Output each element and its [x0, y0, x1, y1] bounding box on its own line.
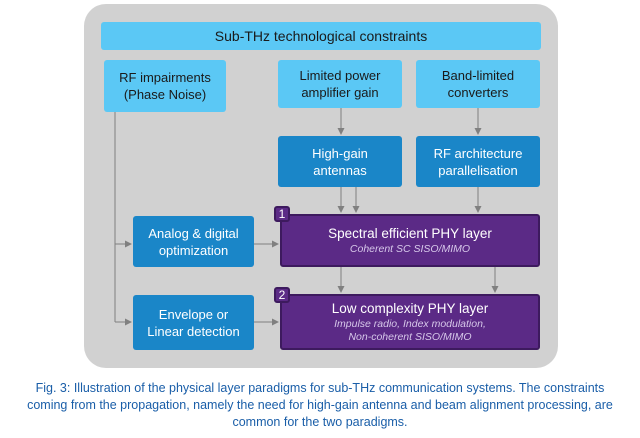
paradigm-spectral-efficient: Spectral efficient PHY layer Coherent SC…: [280, 214, 540, 267]
high-gain-line1: High-gain: [312, 145, 368, 161]
paradigm-1-badge: 1: [274, 206, 290, 222]
caption-line-3: common for the two paradigms.: [232, 415, 408, 429]
high-gain-line2: antennas: [313, 162, 367, 178]
paradigm-2-badge: 2: [274, 287, 290, 303]
envelope-detection-box: Envelope or Linear detection: [133, 295, 254, 350]
power-amp-line1: Limited power: [299, 68, 381, 83]
analog-digital-line1: Analog & digital: [148, 225, 239, 241]
paradigm-1-detail: Coherent SC SISO/MIMO: [349, 243, 471, 255]
rf-impairments-line1: RF impairments: [119, 70, 211, 85]
figure-caption: Fig. 3: Illustration of the physical lay…: [0, 380, 640, 431]
converters-line1: Band-limited: [441, 68, 515, 83]
rf-arch-line1: RF architecture: [433, 145, 523, 161]
envelope-line1: Envelope or: [158, 306, 229, 322]
paradigm-2-detail-1: Impulse radio, Index modulation,: [334, 318, 486, 330]
rf-impairments-box: RF impairments (Phase Noise): [104, 60, 226, 112]
paradigm-2-detail-2: Non-coherent SISO/MIMO: [348, 331, 472, 343]
paradigm-1-title: Spectral efficient PHY layer: [328, 226, 492, 241]
high-gain-antennas-box: High-gain antennas: [278, 136, 402, 187]
paradigm-2-title: Low complexity PHY layer: [331, 301, 489, 316]
caption-line-1: Fig. 3: Illustration of the physical lay…: [35, 381, 605, 395]
paradigm-low-complexity: Low complexity PHY layer Impulse radio, …: [280, 294, 540, 350]
converters-line2: converters: [447, 85, 509, 100]
rf-arch-line2: parallelisation: [438, 162, 518, 178]
analog-digital-line2: optimization: [158, 242, 229, 258]
rf-impairments-line2: (Phase Noise): [123, 87, 207, 102]
converters-box: Band-limited converters: [416, 60, 540, 108]
caption-line-2: coming from the propagation, namely the …: [27, 398, 613, 412]
analog-digital-box: Analog & digital optimization: [133, 216, 254, 267]
header-title: Sub-THz technological constraints: [214, 27, 428, 44]
power-amp-box: Limited power amplifier gain: [278, 60, 402, 108]
rf-architecture-box: RF architecture parallelisation: [416, 136, 540, 187]
envelope-line2: Linear detection: [147, 323, 240, 339]
header-constraints: Sub-THz technological constraints: [101, 22, 541, 50]
power-amp-line2: amplifier gain: [301, 85, 379, 100]
